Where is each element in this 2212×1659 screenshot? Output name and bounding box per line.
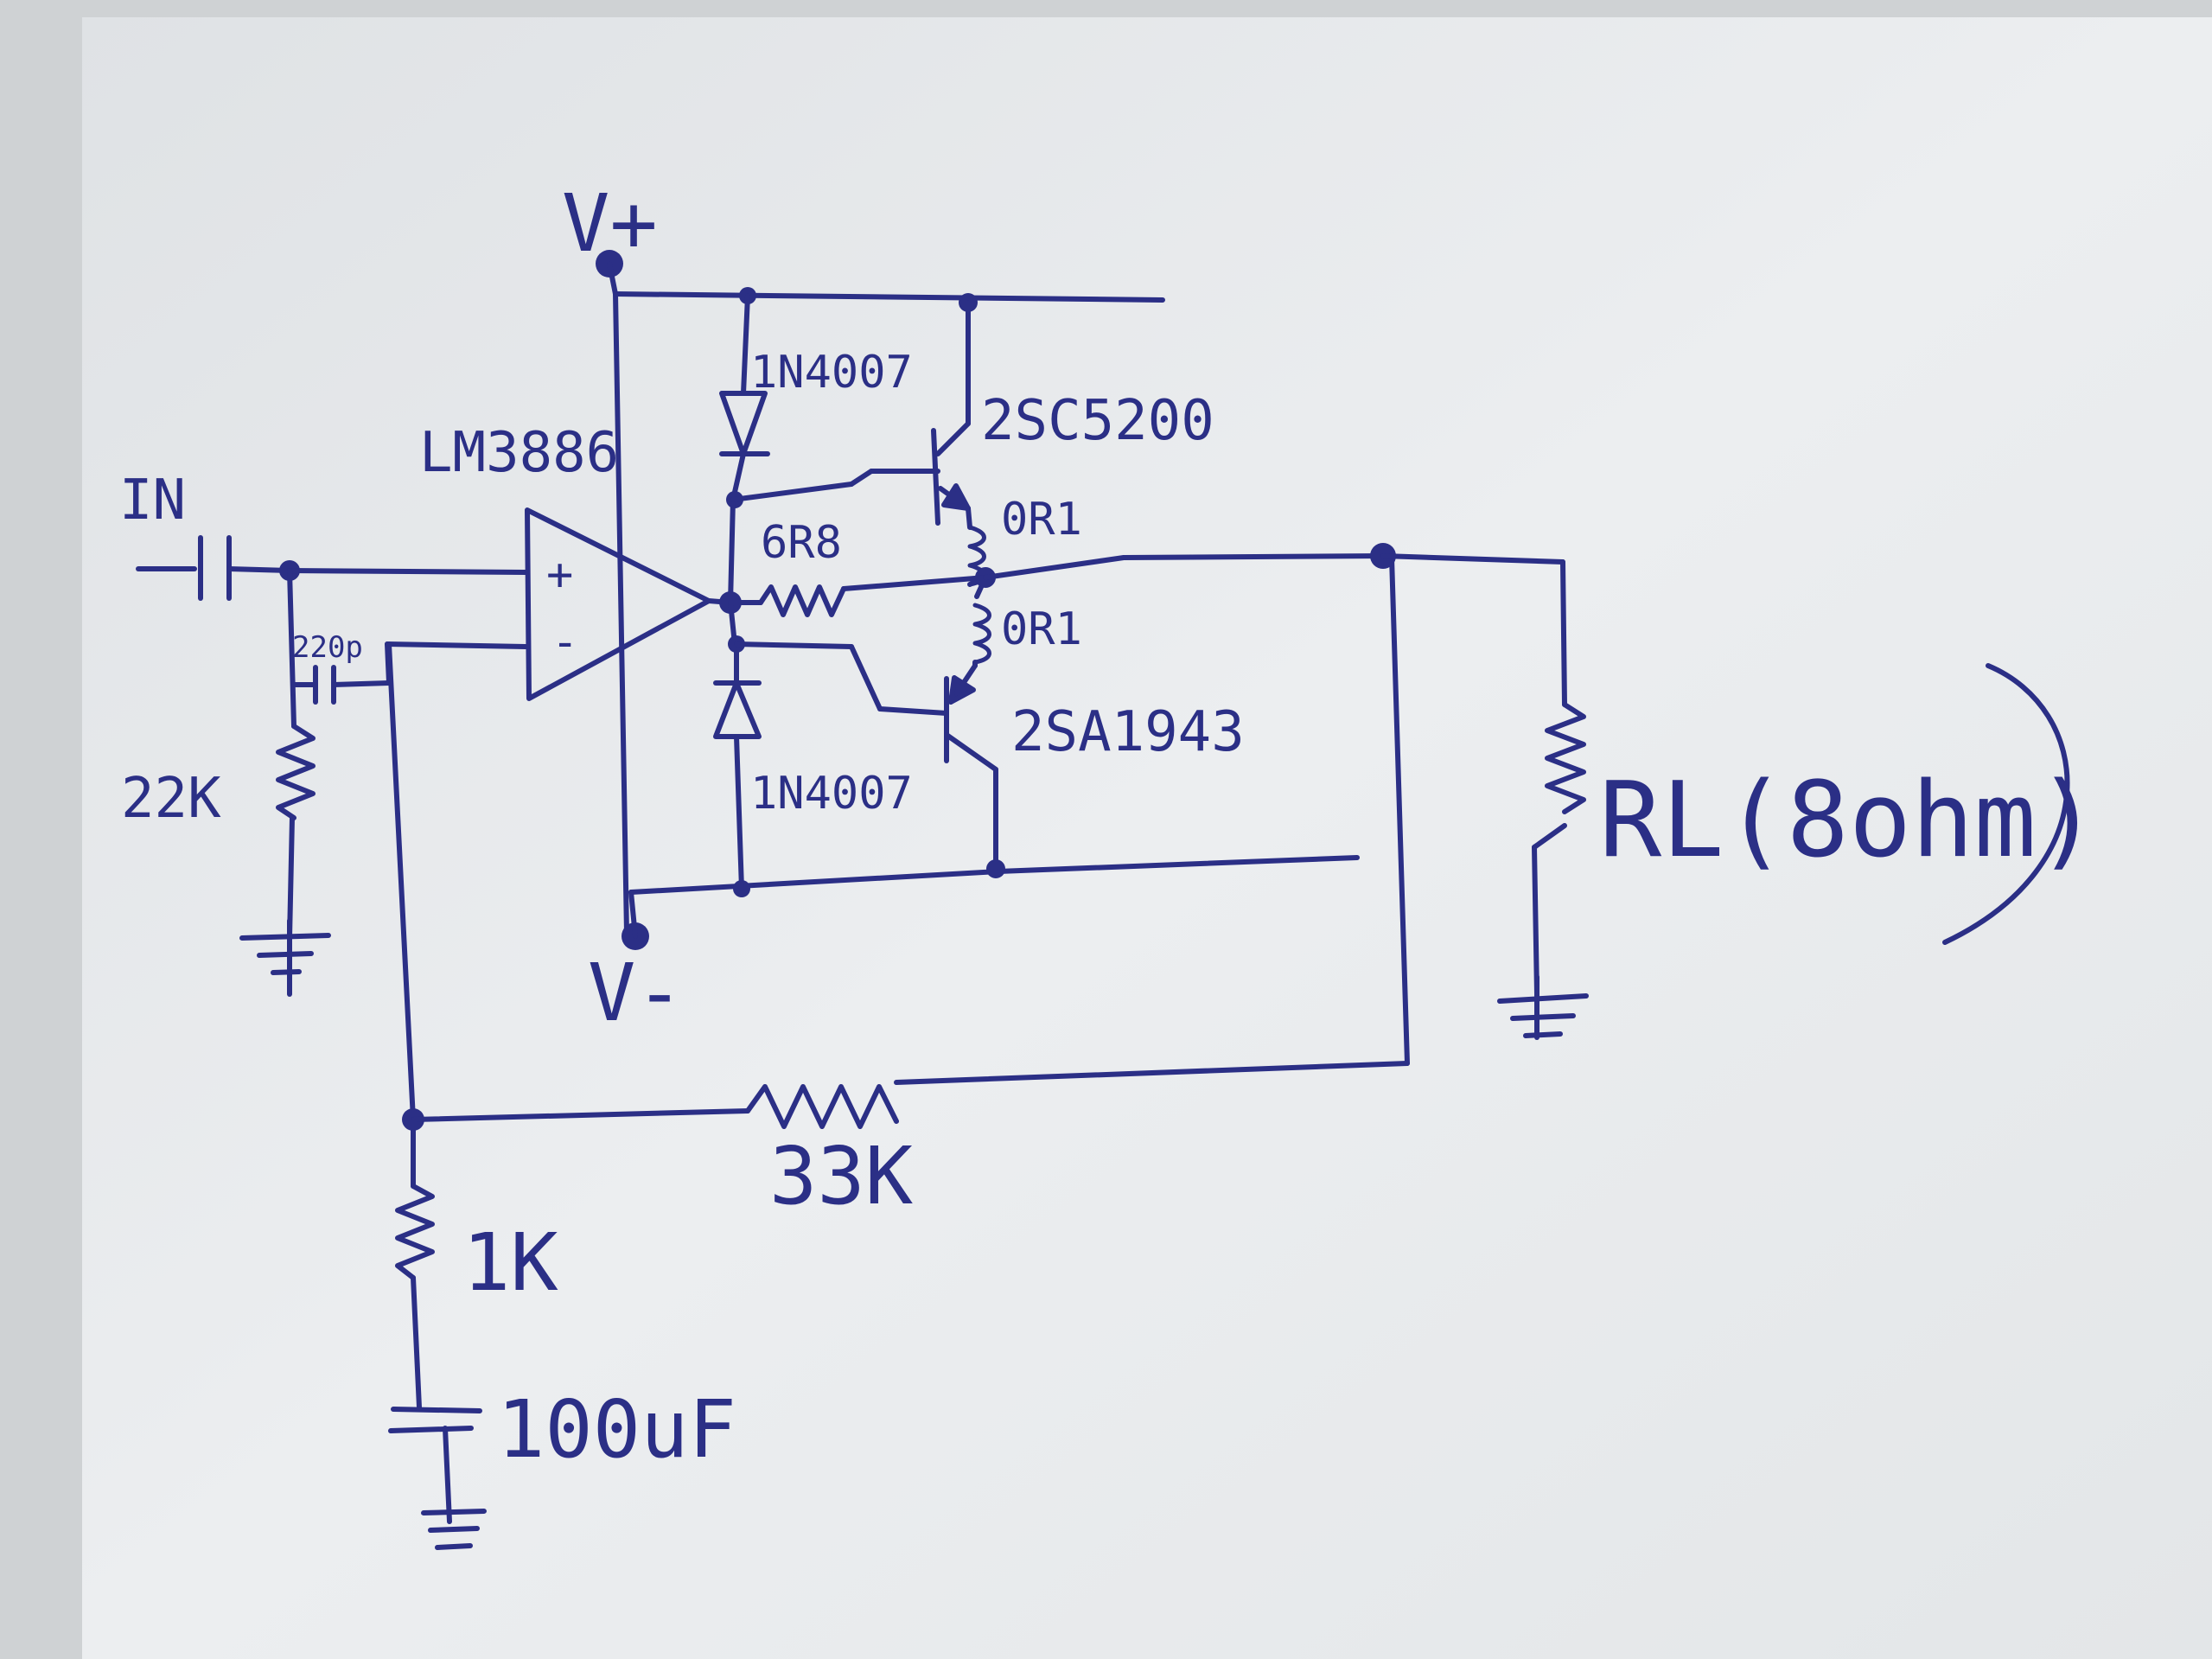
label-r-6r8: 6R8: [761, 517, 842, 569]
vminus-rail: [622, 855, 1360, 950]
label-r-emitter-bottom: 0R1: [1001, 603, 1082, 655]
label-vminus: V-: [588, 947, 684, 1039]
label-opamp-plus: +: [546, 549, 573, 601]
load-resistor: [1497, 559, 2070, 1040]
label-pnp: 2SA1943: [1011, 700, 1245, 764]
label-r-22k: 22K: [121, 767, 221, 831]
label-cap-100uf: 100uF: [497, 1383, 736, 1476]
paper: [82, 17, 2212, 1659]
opamp-supply-line: [613, 291, 629, 936]
feedback-network: [385, 555, 1410, 1550]
label-load: RL(8ohm): [1599, 761, 2099, 881]
label-npn: 2SC5200: [981, 389, 1214, 453]
label-opamp-minus: -: [551, 616, 578, 668]
label-r-33k: 33K: [769, 1130, 914, 1222]
label-r-1k: 1K: [462, 1216, 558, 1309]
label-diode-bottom: 1N4007: [750, 768, 913, 820]
label-vplus: V+: [562, 177, 658, 270]
input-network: [136, 535, 528, 997]
label-r-emitter-top: 0R1: [1001, 494, 1082, 546]
label-input: IN: [119, 469, 186, 533]
label-opamp: LM3886: [419, 421, 619, 485]
label-cap-220p: 220p: [292, 630, 363, 665]
output-stage: [713, 293, 1565, 891]
label-diode-top: 1N4007: [750, 347, 913, 399]
